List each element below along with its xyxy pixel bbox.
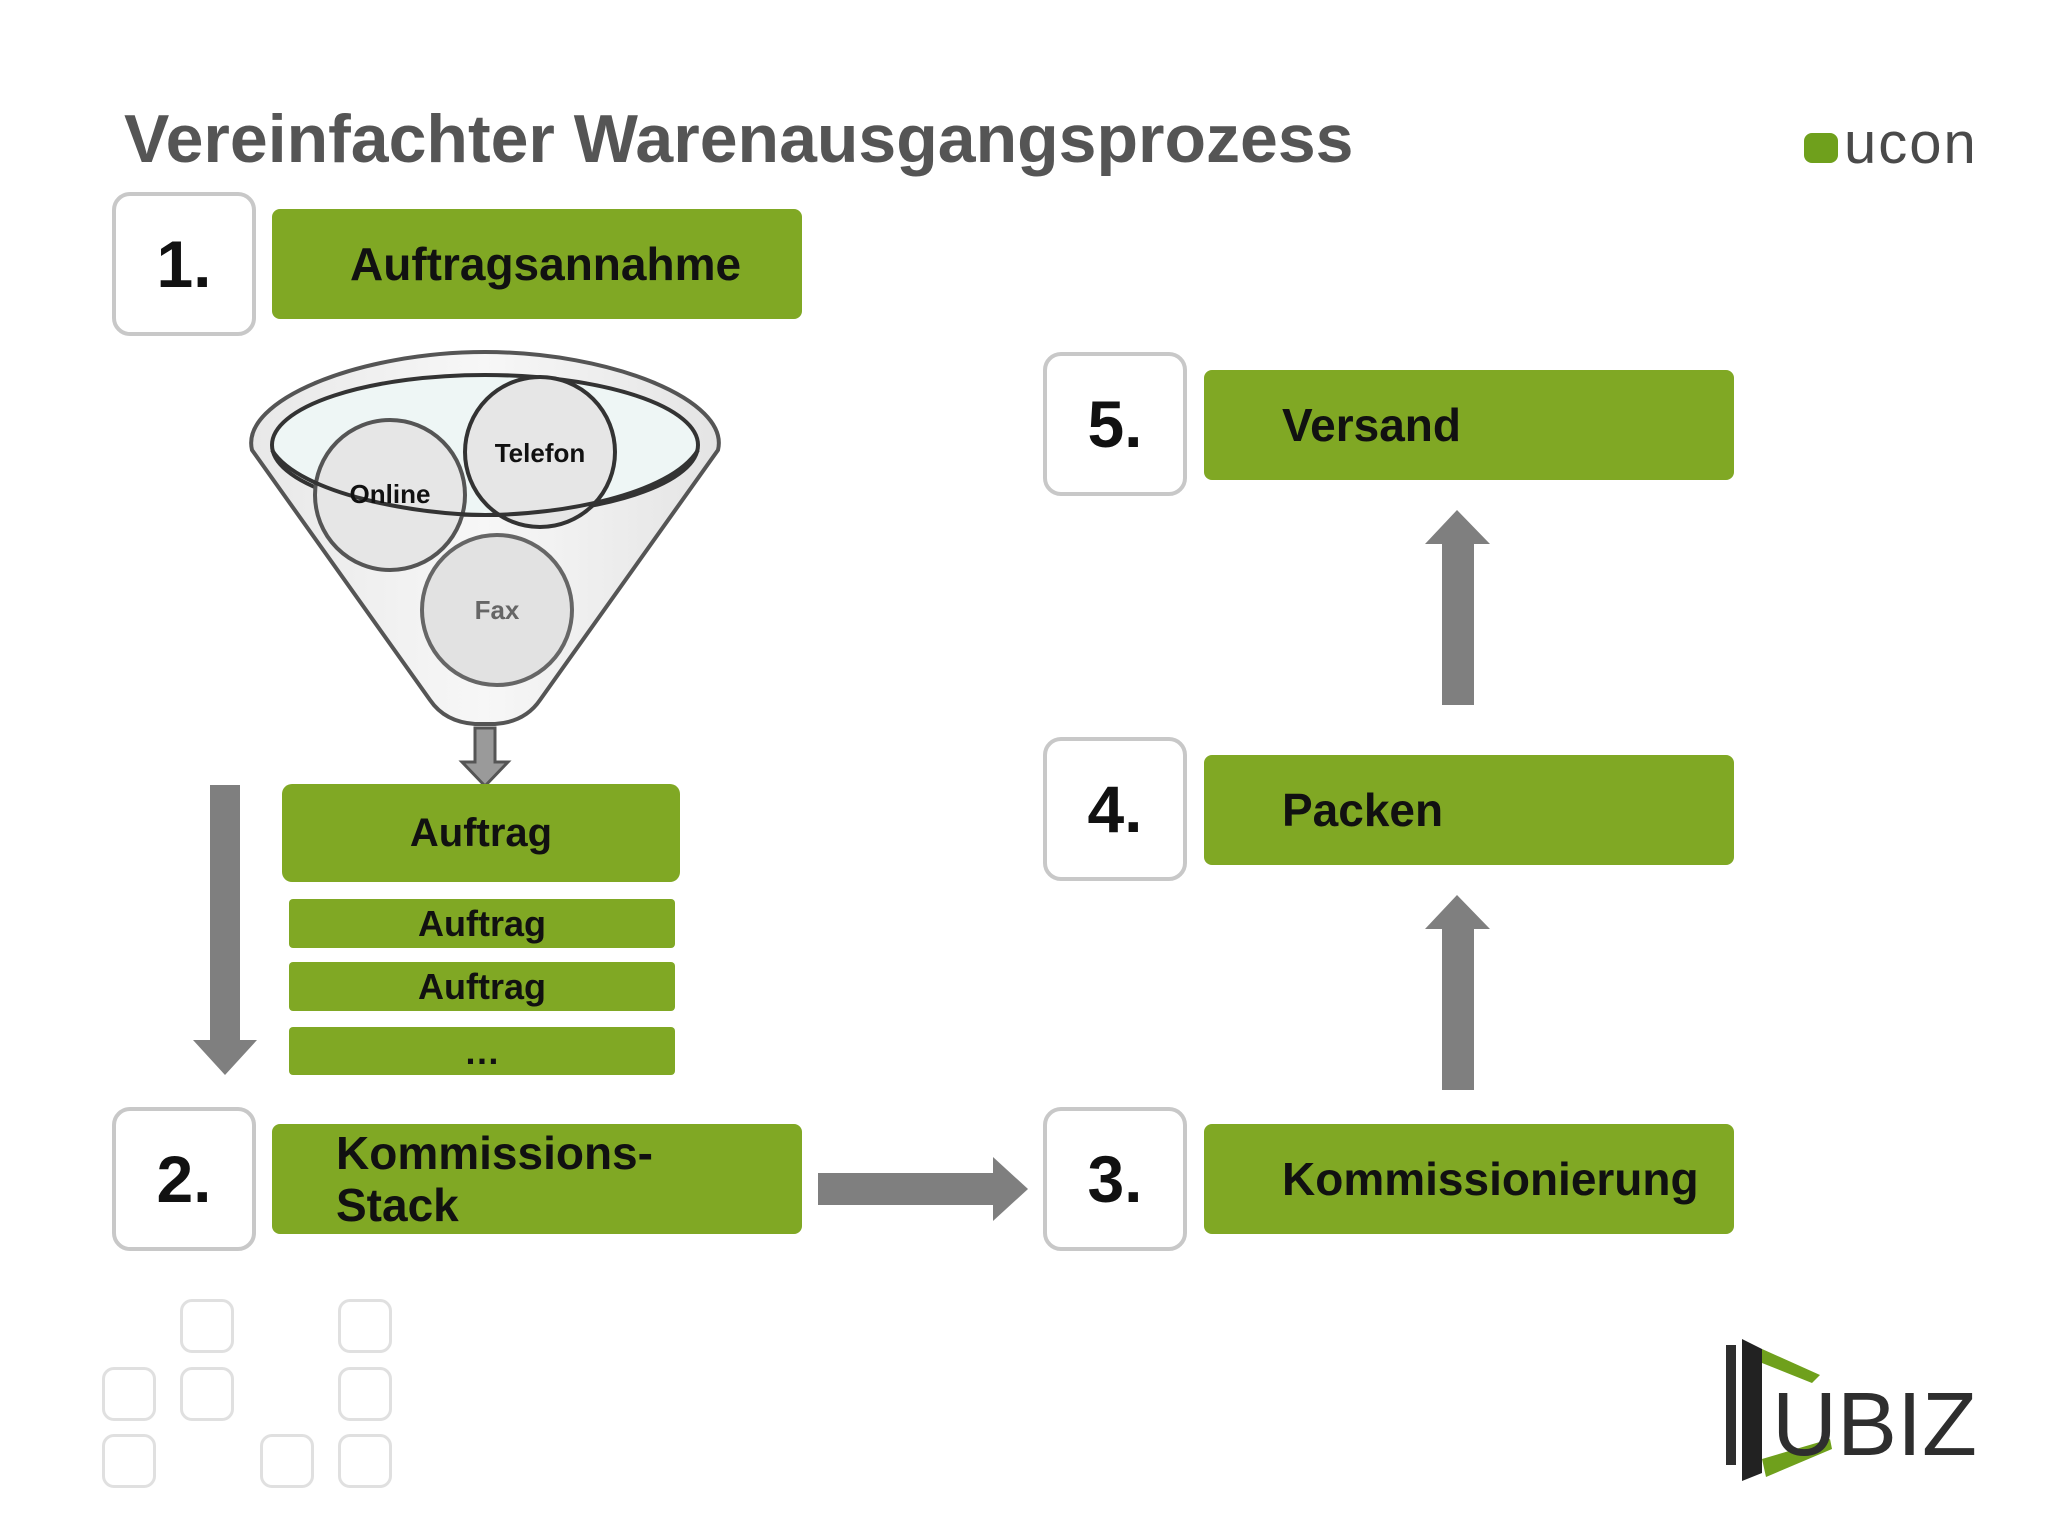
- step-2-label-line1: Kommissions-: [336, 1127, 653, 1179]
- order-funnel: Online Telefon Fax: [249, 349, 721, 789]
- stack-order-2: Auftrag: [289, 899, 675, 948]
- channel-online-circle: [313, 418, 467, 572]
- step-1-box: Auftragsannahme: [272, 209, 802, 319]
- stack-order-more-label: …: [464, 1031, 500, 1072]
- funnel-output-arrow: [458, 726, 512, 789]
- step-5-box: Versand: [1204, 370, 1734, 480]
- ucon-logo-text: ucon: [1844, 111, 1978, 176]
- step-2-box: Kommissions- Stack: [272, 1124, 802, 1234]
- channel-telefon-label: Telefon: [495, 438, 586, 468]
- decorative-square: [338, 1434, 392, 1488]
- stack-order-more: …: [289, 1027, 675, 1075]
- arrow-right-to-step-3: [818, 1157, 1028, 1221]
- decorative-square: [180, 1299, 234, 1353]
- ubiz-logo-text: UBIZ: [1772, 1375, 1977, 1475]
- ubiz-logo: UBIZ: [1726, 1339, 1977, 1481]
- step-4-label: Packen: [1282, 784, 1444, 836]
- page-title: Vereinfachter Warenausgangsprozess: [124, 101, 1354, 177]
- step-3-box: Kommissionierung: [1204, 1124, 1734, 1234]
- decorative-square: [102, 1367, 156, 1421]
- ucon-logo: ucon: [1804, 110, 1978, 177]
- step-4-box: Packen: [1204, 755, 1734, 865]
- step-5-number: 5.: [1043, 352, 1187, 496]
- stack-order-3: Auftrag: [289, 962, 675, 1011]
- ucon-logo-icon: [1804, 132, 1838, 163]
- stack-order-2-label: Auftrag: [418, 902, 546, 944]
- decorative-square: [338, 1299, 392, 1353]
- arrow-up-to-step-4: [1425, 895, 1490, 1090]
- arrow-up-to-step-5: [1425, 510, 1490, 705]
- channel-fax-label: Fax: [475, 595, 520, 625]
- decorative-square: [180, 1367, 234, 1421]
- step-5-label: Versand: [1282, 399, 1461, 451]
- decorative-square: [260, 1434, 314, 1488]
- stack-order-3-label: Auftrag: [418, 965, 546, 1007]
- step-4-number: 4.: [1043, 737, 1187, 881]
- step-3-number: 3.: [1043, 1107, 1187, 1251]
- step-3-label: Kommissionierung: [1282, 1153, 1699, 1205]
- channel-fax-circle: [420, 533, 574, 687]
- channel-online-label: Online: [350, 479, 431, 509]
- decorative-square: [102, 1434, 156, 1488]
- step-1-number: 1.: [112, 192, 256, 336]
- stack-order-main: Auftrag: [282, 784, 680, 882]
- decorative-square: [338, 1367, 392, 1421]
- step-2-label-line2: Stack: [336, 1179, 459, 1231]
- arrow-down-to-step-2: [193, 785, 257, 1075]
- stack-order-main-label: Auftrag: [409, 810, 553, 855]
- channel-telefon-circle: [463, 375, 617, 529]
- step-1-label: Auftragsannahme: [350, 238, 742, 290]
- step-2-number: 2.: [112, 1107, 256, 1251]
